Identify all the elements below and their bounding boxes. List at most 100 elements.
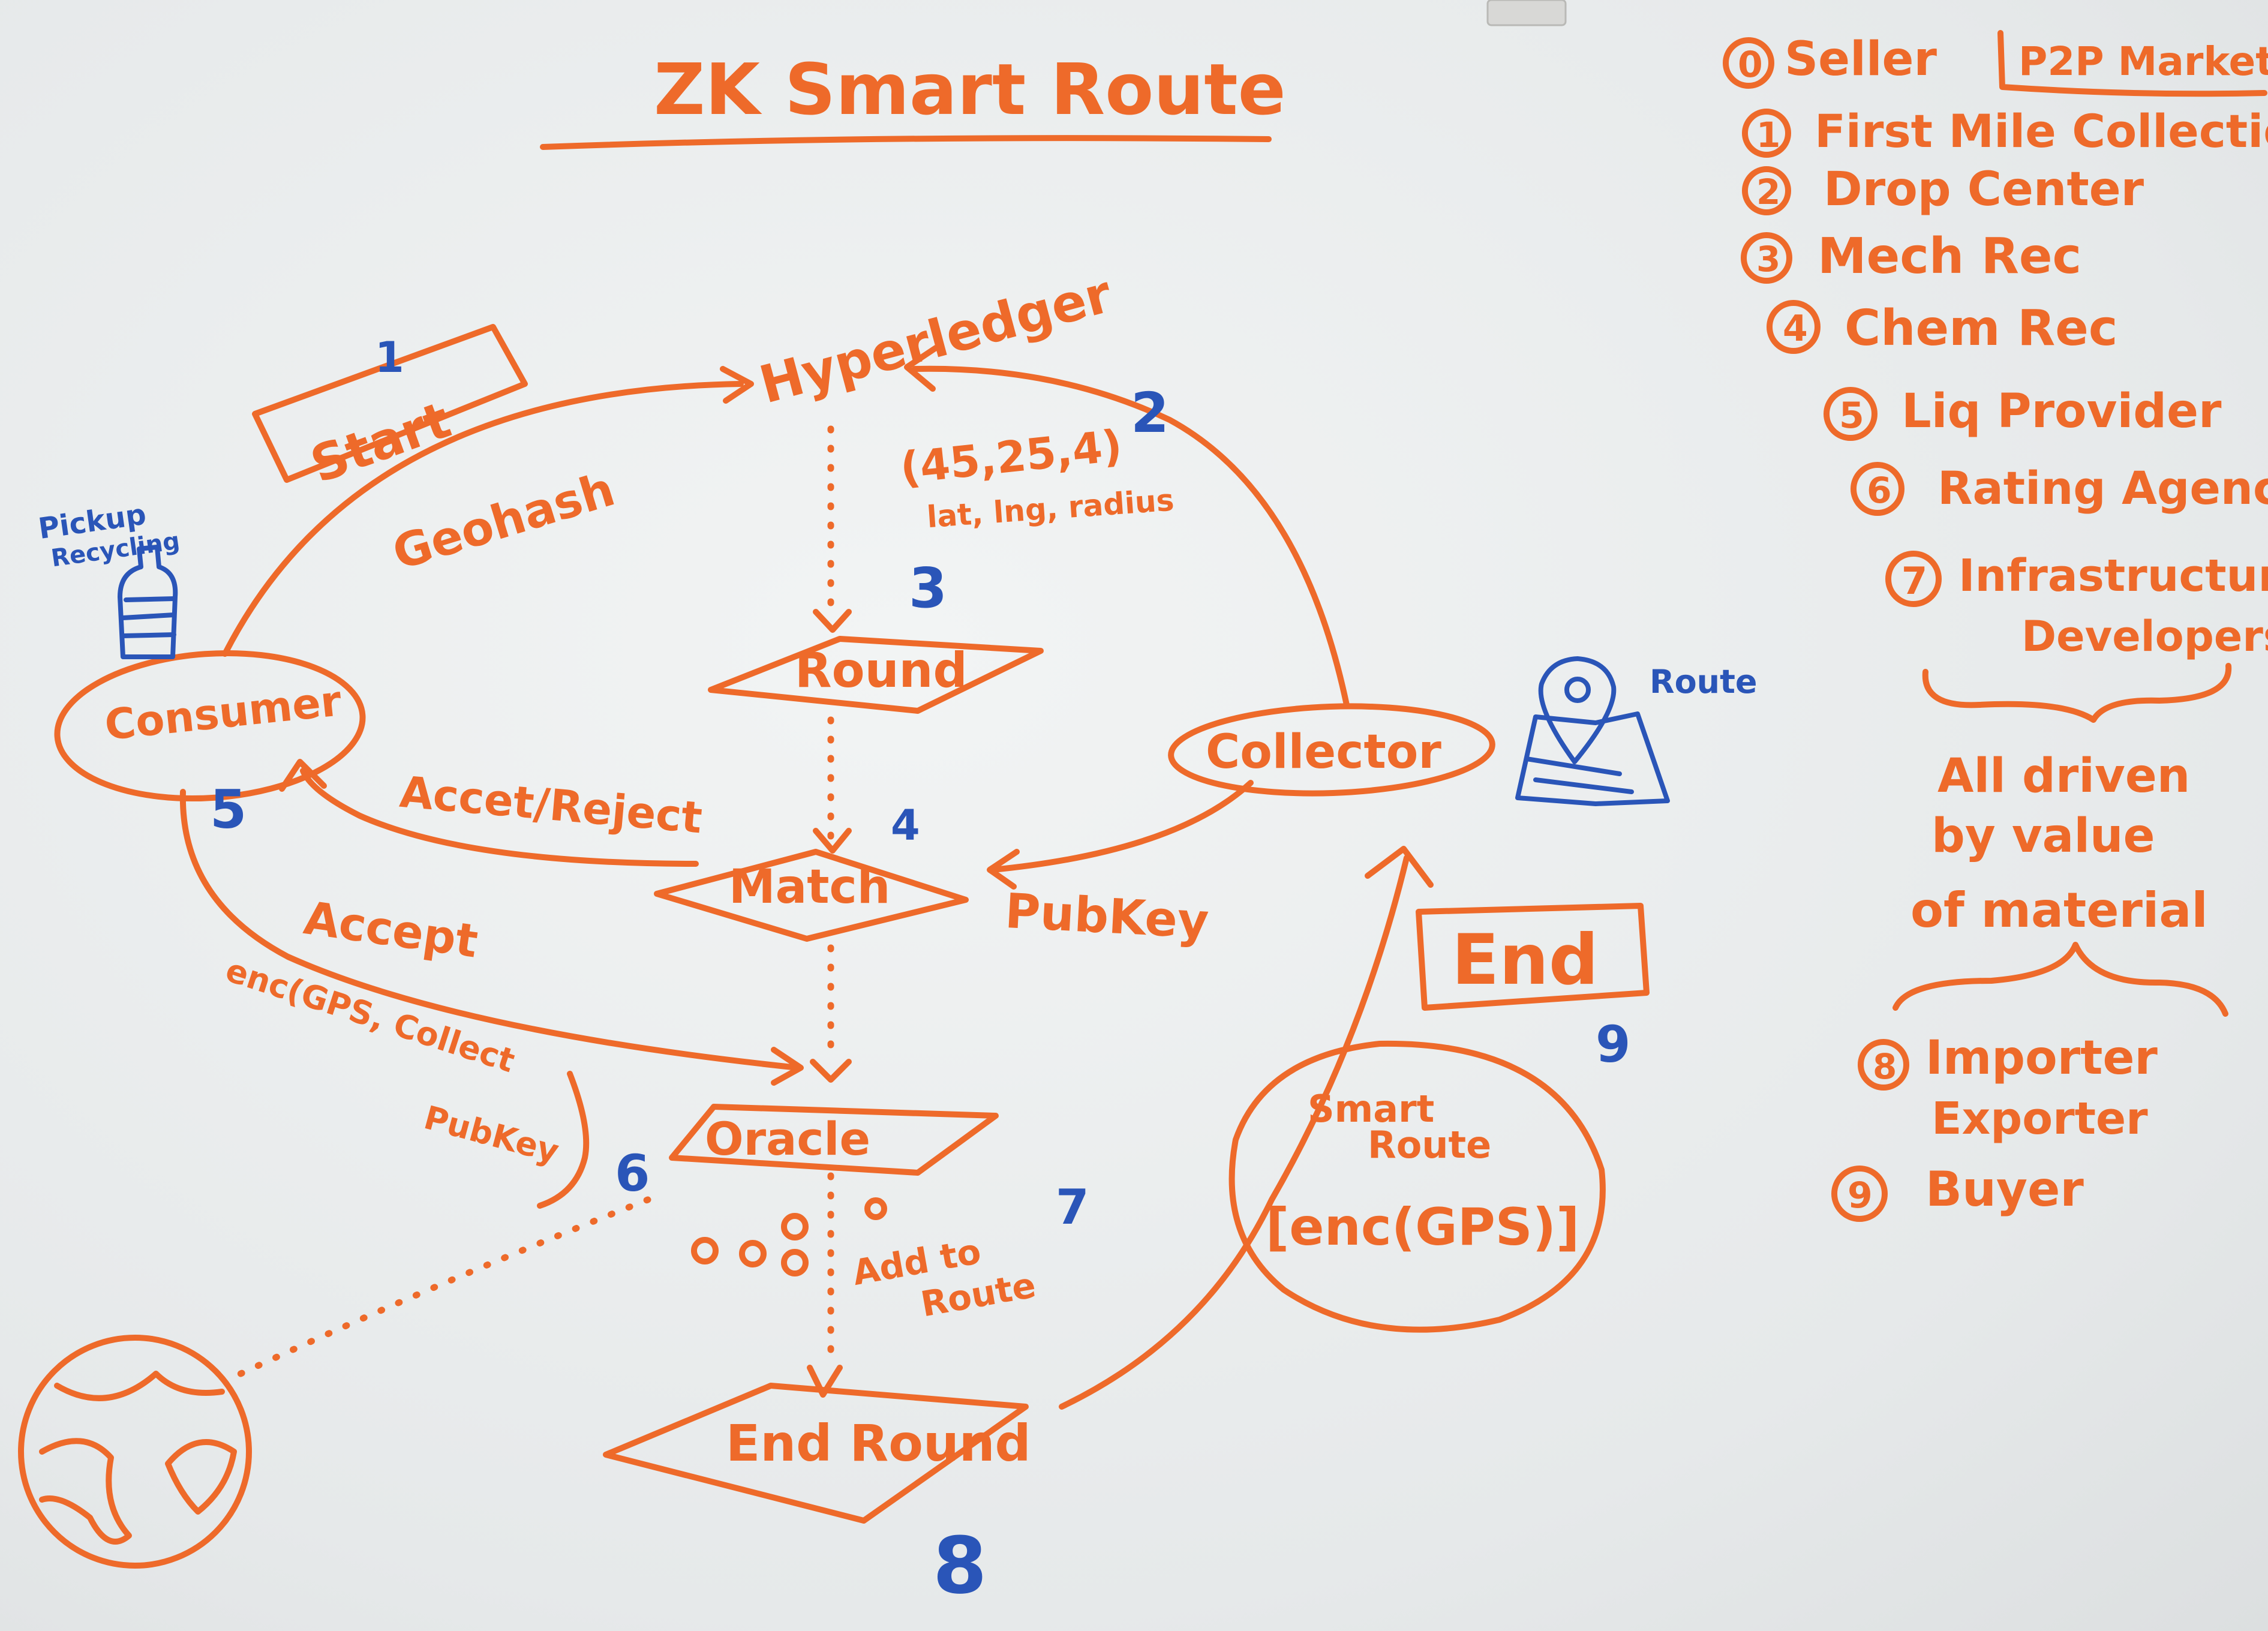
legend: 0 Seller P2P Market 1 First Mile Collect…	[1723, 30, 2268, 1222]
legend-brace-bottom	[1892, 942, 2228, 1017]
step-number-3: 3	[909, 556, 947, 620]
end-label: End	[1452, 920, 1599, 1001]
legend-infra-line2: Developers	[2021, 612, 2268, 661]
route-map-icon	[1515, 656, 1670, 806]
legend-number: 2	[1756, 172, 1780, 212]
collector-to-match-edge	[990, 780, 1254, 873]
legend-item-4: 4 Chem Rec	[1767, 300, 2118, 357]
round-label: Round	[795, 642, 968, 698]
legend-text: Infrastructure	[1958, 550, 2268, 602]
recycling-bottle-icon	[118, 545, 178, 659]
end-node: End	[1416, 903, 1650, 1011]
arrowhead-round	[813, 609, 852, 633]
legend-number: 5	[1839, 395, 1864, 437]
legend-item-3: 3 Mech Rec	[1741, 228, 2081, 285]
legend-text: Mech Rec	[1818, 228, 2081, 285]
title-underline	[540, 135, 1272, 150]
arrowhead-hyperledger	[720, 366, 754, 404]
edge-label-enc-line2: PubKey	[420, 1098, 563, 1170]
step-number-4: 4	[891, 801, 920, 850]
smart-route-node: Smart Route [enc(GPS)]	[1228, 1040, 1606, 1333]
legend-item-9: 9 Buyer	[1831, 1161, 2084, 1222]
oracle-label: Oracle	[705, 1112, 870, 1166]
enc-bracket	[537, 1071, 590, 1209]
edge-label-coords: (45,25,4)	[898, 420, 1125, 493]
consumer-label: Consumer	[103, 676, 344, 750]
collector-node: Collector	[1168, 703, 1495, 797]
p2p-market-label: P2P Market	[2018, 38, 2268, 85]
arrowhead-match	[813, 828, 852, 854]
legend-number: 1	[1756, 115, 1780, 155]
board-clip	[1486, 0, 1567, 26]
edge-label-coords-sub: lat, lng, radius	[926, 483, 1175, 535]
legend-item-7: 7 Infrastructure	[1885, 550, 2268, 607]
end-round-label: End Round	[726, 1414, 1031, 1473]
hyperledger-label: Hyperledger	[753, 264, 1118, 416]
legend-text: First Mile Collection	[1815, 104, 2268, 158]
legend-text: Liq Provider	[1901, 385, 2222, 438]
arrowhead-oracle	[771, 1047, 804, 1086]
legend-exporter: Exporter	[1931, 1093, 2148, 1145]
edge-label-geohash: Geohash	[387, 462, 621, 581]
step-number-6: 6	[615, 1144, 650, 1203]
step-number-9: 9	[1596, 1015, 1630, 1074]
legend-item-8: 8 Importer	[1858, 1031, 2158, 1091]
step-number-1: 1	[375, 333, 404, 382]
edge-label-pubkey: PubKey	[1004, 883, 1210, 950]
legend-number: 3	[1756, 239, 1780, 280]
legend-text: Buyer	[1925, 1161, 2084, 1217]
legend-text: Seller	[1785, 32, 1937, 86]
match-to-consumer-edge	[300, 768, 699, 867]
smart-route-line3: [enc(GPS)]	[1266, 1197, 1579, 1257]
legend-number: 0	[1738, 44, 1763, 86]
legend-item-6: 6 Rating Agency	[1851, 461, 2268, 516]
edge-label-accept: Accept	[301, 891, 481, 968]
legend-number: 6	[1867, 470, 1892, 512]
smart-route-line1: Smart	[1308, 1087, 1434, 1131]
all-driven-line2: by value	[1931, 809, 2155, 863]
legend-item-2: 2 Drop Center	[1742, 163, 2144, 217]
oracle-node: Oracle	[669, 1104, 999, 1176]
endround-to-collector-edge	[1059, 855, 1410, 1410]
step-number-5: 5	[210, 779, 247, 840]
collector-to-hyperledger-edge	[912, 365, 1350, 708]
edge-label-accept-reject: Accet/Reject	[398, 767, 704, 843]
legend-brace-top	[1922, 663, 2232, 723]
arrowhead-hyperledger-2	[904, 345, 939, 392]
globe-icon	[18, 1335, 252, 1569]
legend-number: 8	[1873, 1046, 1897, 1087]
arrowhead-match-2	[987, 849, 1020, 890]
arrowhead-collector	[1365, 846, 1434, 888]
page-title: ZK Smart Route	[654, 48, 1286, 131]
all-driven-line1: All driven	[1937, 749, 2190, 803]
legend-item-1: 1 First Mile Collection	[1742, 104, 2268, 158]
all-driven-line3: of material	[1910, 882, 2208, 938]
legend-item-0: 0 Seller	[1723, 32, 1937, 89]
step-number-8: 8	[933, 1520, 987, 1611]
smart-route-line2: Route	[1368, 1123, 1491, 1167]
step-number-2: 2	[1131, 381, 1169, 445]
legend-text: Importer	[1925, 1031, 2158, 1085]
legend-text: Rating Agency	[1937, 461, 2268, 515]
arrowhead-consumer	[279, 759, 327, 792]
p2p-market-bracket	[1997, 30, 2267, 97]
oracle-to-globe-edge	[224, 1196, 651, 1383]
legend-item-5: 5 Liq Provider	[1824, 385, 2222, 441]
consumer-to-oracle-edge	[179, 789, 801, 1071]
arrowhead-oracle-2	[810, 1059, 852, 1083]
end-round-node: End Round	[603, 1383, 1031, 1524]
match-node: Match	[654, 849, 969, 942]
legend-number: 7	[1901, 559, 1927, 603]
collector-label: Collector	[1206, 725, 1441, 779]
arrowhead-endround	[807, 1365, 843, 1398]
legend-text: Chem Rec	[1845, 300, 2118, 357]
legend-number: 9	[1848, 1175, 1873, 1217]
step-number-7: 7	[1056, 1179, 1089, 1235]
legend-number: 4	[1783, 308, 1808, 350]
consumer-to-hyperledger-edge	[222, 381, 744, 657]
oracle-output-dots	[691, 1197, 887, 1276]
legend-text: Drop Center	[1824, 163, 2144, 217]
round-node: Round	[708, 636, 1044, 714]
